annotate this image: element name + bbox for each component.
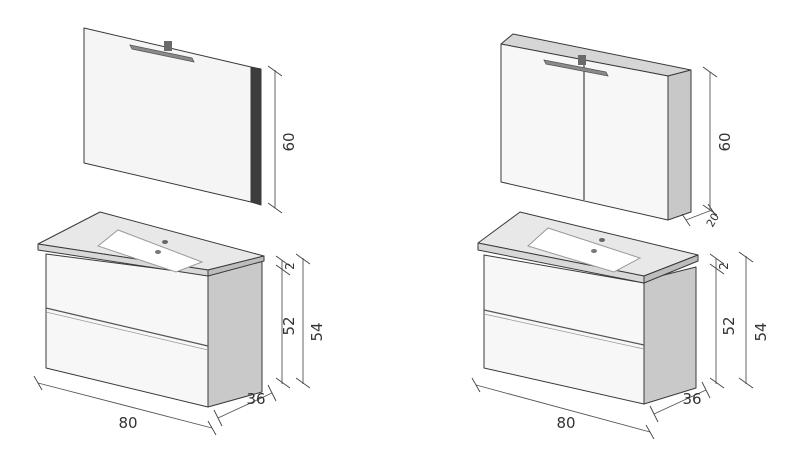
right-drawer-divider [483, 309, 645, 346]
right-depth-label: 36 [682, 390, 701, 408]
left-set: 60 2 52 54 36 80 [33, 27, 326, 436]
left-vanity-side [207, 260, 263, 408]
left-mirror-light-bracket [164, 41, 172, 51]
right-vanity-top-side-edge [643, 254, 699, 284]
right-wall-cabinet [500, 33, 692, 221]
left-width-label: 80 [118, 414, 137, 432]
right-faucet-hole [599, 238, 605, 242]
left-mirror-side [250, 66, 262, 206]
right-drawer-gap [483, 313, 645, 350]
right-dimensions: 60 20 2 52 54 36 80 [471, 66, 770, 440]
left-faucet-hole [162, 240, 168, 244]
right-cabinet-height-label: 52 [720, 316, 738, 335]
left-mirror-height-label: 60 [280, 132, 298, 151]
right-width-label: 80 [556, 414, 575, 432]
left-basin-drain [155, 250, 161, 254]
right-cabinet-depth-label: 20 [704, 211, 722, 230]
left-drawer-gap [45, 311, 209, 351]
right-vanity [477, 211, 699, 405]
left-top-thickness-label: 2 [283, 262, 297, 270]
left-mirror-front [83, 27, 252, 203]
right-basin [527, 227, 642, 273]
right-basin-drain [591, 249, 597, 253]
right-set: 60 20 2 52 54 36 80 [471, 33, 770, 440]
right-top-thickness-label: 2 [717, 262, 731, 270]
left-depth-label: 36 [246, 390, 265, 408]
left-dimensions: 60 2 52 54 36 80 [33, 65, 326, 436]
left-vanity-front [45, 253, 209, 408]
right-cabinet-light-bracket [578, 55, 586, 65]
left-basin [96, 229, 204, 273]
right-cabinet-side [667, 69, 692, 221]
left-total-height-label: 54 [308, 322, 326, 341]
right-cabinet-light [543, 59, 609, 77]
left-vanity-top-side-edge [207, 255, 265, 277]
right-cabinet-upper-height-label: 60 [716, 132, 734, 151]
right-vanity-front [483, 254, 645, 405]
left-vanity [37, 211, 265, 408]
left-drawer-divider [45, 307, 209, 347]
left-cabinet-height-label: 52 [280, 316, 298, 335]
right-vanity-side [643, 266, 697, 405]
right-total-height-label: 54 [752, 322, 770, 341]
left-mirror-light [129, 44, 195, 63]
left-mirror [83, 27, 262, 206]
